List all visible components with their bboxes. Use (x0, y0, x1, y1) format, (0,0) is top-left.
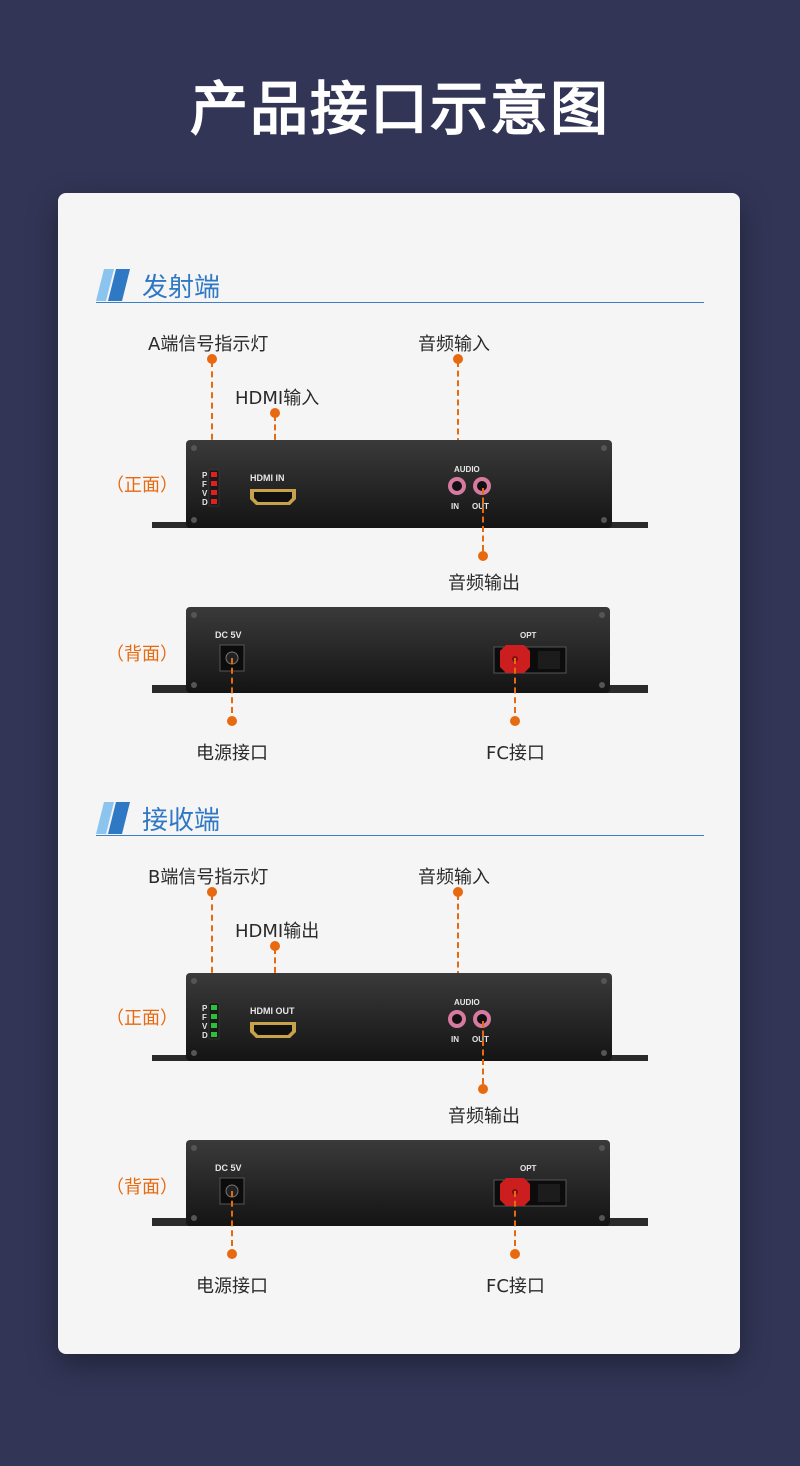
indicator-dot (207, 354, 217, 364)
section-mark-icon (96, 269, 130, 301)
audio-in-label: 音频输入 (418, 867, 490, 888)
audio-out-label: 音频输出 (448, 573, 520, 594)
led-indicator-icon: P F V D (202, 469, 220, 507)
section-header: 接收端 (96, 796, 704, 836)
hdmi-dot (270, 941, 280, 951)
indicator-leader (211, 361, 213, 471)
out-text: OUT (472, 502, 489, 511)
audio-out-dot (478, 1084, 488, 1094)
fc-label: FC接口 (486, 743, 545, 764)
power-label: 电源接口 (196, 743, 268, 764)
section-receiver: 接收端 B端信号指示灯 音频输入 HDMI输出 （正面） P (58, 796, 740, 1336)
svg-text:F: F (202, 480, 207, 489)
opt-text: OPT (520, 631, 537, 640)
svg-text:P: P (202, 1004, 208, 1013)
power-leader (231, 658, 233, 713)
fc-connector-icon (493, 1178, 567, 1207)
out-text: OUT (472, 1035, 489, 1044)
indicator-label: A端信号指示灯 (148, 334, 269, 355)
fc-connector-icon (493, 645, 567, 674)
fc-dot (510, 1249, 520, 1259)
interface-card: 发射端 A端信号指示灯 音频输入 HDMI输入 （正面） (58, 193, 740, 1354)
audio-in-leader (457, 361, 459, 473)
audio-out-dot (478, 551, 488, 561)
front-panel-device: P F V D HDMI OUT AUDIO IN OUT (152, 973, 648, 1061)
fc-leader (514, 658, 516, 713)
dc-text: DC 5V (215, 630, 242, 640)
section-transmitter: 发射端 A端信号指示灯 音频输入 HDMI输入 （正面） (58, 263, 740, 803)
led-indicator-icon: P F V D (202, 1002, 220, 1040)
opt-text: OPT (520, 1164, 537, 1173)
svg-text:D: D (202, 498, 208, 507)
svg-text:V: V (202, 1022, 208, 1031)
section-mark-icon (96, 802, 130, 834)
audio-jack-icon (448, 1010, 491, 1028)
indicator-label: B端信号指示灯 (148, 867, 269, 888)
audio-jack-icon (448, 477, 491, 495)
fc-leader (514, 1191, 516, 1246)
svg-text:D: D (202, 1031, 208, 1040)
svg-text:V: V (202, 489, 208, 498)
audio-in-dot (453, 354, 463, 364)
hdmi-port-icon (250, 489, 296, 505)
back-panel-device: DC 5V OPT (152, 1140, 648, 1226)
audio-in-leader (457, 894, 459, 1006)
svg-text:F: F (202, 1013, 207, 1022)
hdmi-port-text: HDMI IN (250, 473, 285, 483)
audio-text: AUDIO (454, 998, 480, 1007)
in-text: IN (451, 502, 459, 511)
fc-label: FC接口 (486, 1276, 545, 1297)
svg-text:P: P (202, 471, 208, 480)
fc-dot (510, 716, 520, 726)
power-dot (227, 716, 237, 726)
hdmi-dot (270, 408, 280, 418)
front-label: （正面） (106, 1008, 178, 1029)
indicator-dot (207, 887, 217, 897)
power-leader (231, 1191, 233, 1246)
audio-out-leader (482, 488, 484, 551)
front-panel-device: P F V D HDMI IN AUDIO IN OUT (152, 440, 648, 528)
dc-text: DC 5V (215, 1163, 242, 1173)
hdmi-port-icon (250, 1022, 296, 1038)
indicator-leader (211, 894, 213, 1004)
in-text: IN (451, 1035, 459, 1044)
audio-in-label: 音频输入 (418, 334, 490, 355)
audio-out-label: 音频输出 (448, 1106, 520, 1127)
hdmi-label: HDMI输入 (235, 388, 320, 409)
section-divider (96, 302, 704, 303)
hdmi-label: HDMI输出 (235, 921, 320, 942)
hdmi-port-text: HDMI OUT (250, 1006, 295, 1016)
back-panel-device: DC 5V OPT (152, 607, 648, 693)
section-divider (96, 835, 704, 836)
audio-out-leader (482, 1021, 484, 1084)
audio-text: AUDIO (454, 465, 480, 474)
section-title: 接收端 (142, 806, 221, 836)
section-header: 发射端 (96, 263, 704, 303)
back-label: （背面） (106, 644, 178, 665)
page-title: 产品接口示意图 (189, 75, 610, 143)
audio-in-dot (453, 887, 463, 897)
section-title: 发射端 (142, 273, 221, 303)
back-label: （背面） (106, 1177, 178, 1198)
power-dot (227, 1249, 237, 1259)
front-label: （正面） (106, 475, 178, 496)
power-label: 电源接口 (196, 1276, 268, 1297)
